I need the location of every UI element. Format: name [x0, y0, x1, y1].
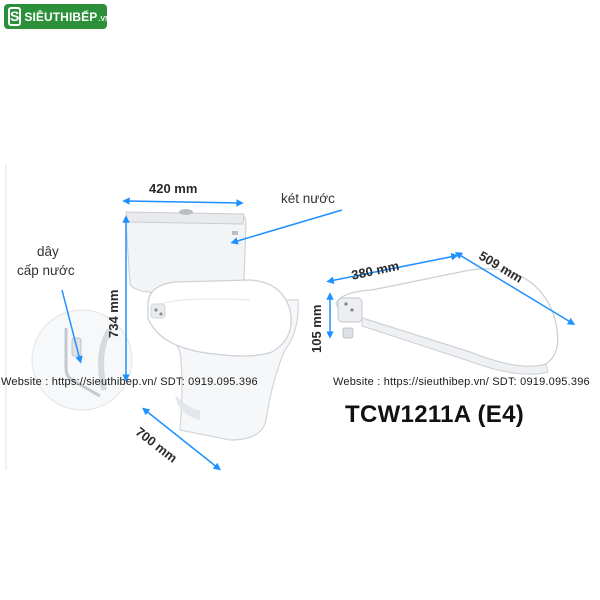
logo-text: SIÊUTHIBẾP.VN: [24, 9, 111, 24]
tank-pointer-line: [230, 209, 343, 245]
dim-arrow-509: [454, 252, 576, 325]
watermark-left: Website : https://sieuthibep.vn/ SDT: 09…: [1, 376, 258, 388]
dim-label-734: 734 mm: [106, 289, 121, 338]
dim-arrow-700: [142, 407, 221, 471]
dim-arrow-380: [326, 253, 459, 284]
supply-pointer-line: [61, 289, 83, 364]
logo-mark-icon: S: [8, 7, 22, 26]
bidet-seat-icon: [335, 268, 559, 375]
dim-label-420: 420 mm: [149, 181, 198, 196]
toilet-icon: [125, 209, 299, 441]
dim-label-105: 105 mm: [309, 304, 324, 353]
dim-arrow-420: [122, 197, 244, 207]
site-logo[interactable]: S SIÊUTHIBẾP.VN: [4, 4, 111, 29]
tank-label: két nước: [281, 191, 335, 206]
watermark-right: Website : https://sieuthibep.vn/ SDT: 09…: [333, 376, 590, 388]
supply-line-label-2: cấp nước: [17, 263, 75, 278]
model-name: TCW1211A (E4): [345, 401, 525, 428]
supply-line-label-1: dây: [37, 244, 59, 259]
